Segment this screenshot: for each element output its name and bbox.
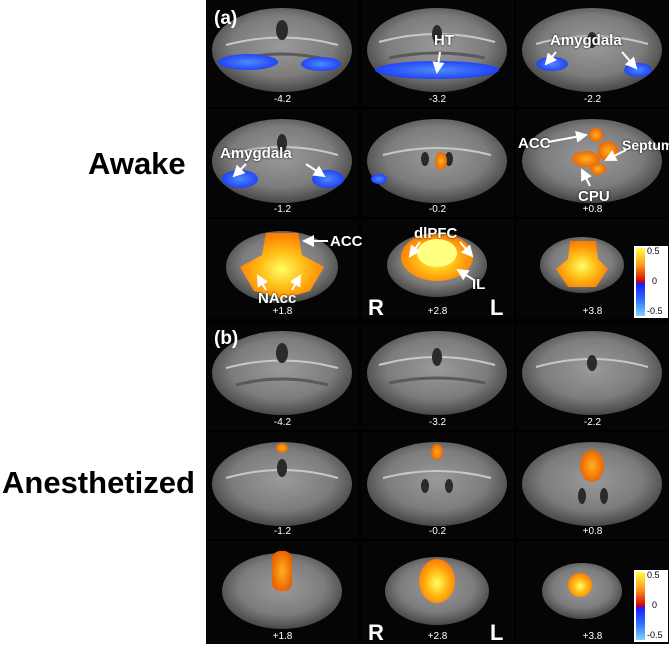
annotation-dlpfc: dlPFC	[414, 225, 458, 242]
slice-coordinate: -3.2	[428, 417, 447, 428]
annotation-ht: HT	[434, 32, 454, 49]
slice-a-r2c1: -1.2	[206, 109, 359, 217]
slice-b-r1c2: -3.2	[361, 323, 514, 430]
slice-coordinate: -2.2	[583, 94, 602, 105]
orientation-right-b: R	[368, 620, 384, 645]
colorbar-min: -0.5	[647, 630, 663, 640]
colorbar-b: 0.5 0 -0.5	[634, 570, 668, 642]
colorbar-zero: 0	[652, 276, 658, 286]
annotation-amygdala-row2: Amygdala	[220, 145, 292, 162]
panel-b-label: (b)	[214, 328, 239, 349]
colorbar-min: -0.5	[647, 306, 663, 316]
slice-coordinate: +3.8	[582, 631, 603, 642]
slice-coordinate: -3.2	[428, 94, 447, 105]
slice-coordinate: -4.2	[273, 417, 292, 428]
orientation-right-a: R	[368, 295, 384, 320]
slice-b-r2c1: -1.2	[206, 432, 359, 539]
slice-b-r1c3: -2.2	[516, 323, 669, 430]
slice-coordinate: -0.2	[428, 204, 447, 215]
annotation-septum: Septum	[622, 137, 669, 153]
slice-b-r3c1: +1.8	[206, 541, 359, 644]
colorbar-max: 0.5	[647, 570, 660, 580]
slice-coordinate: +1.8	[272, 631, 293, 642]
slice-coordinate: -4.2	[273, 94, 292, 105]
slice-b-r2c3: +0.8	[516, 432, 669, 539]
colorbar-zero: 0	[652, 600, 658, 610]
slice-a-r2c2: -0.2	[361, 109, 514, 217]
slice-coordinate: -1.2	[273, 204, 292, 215]
orientation-left-b: L	[490, 620, 504, 645]
slice-b-r2c2: -0.2	[361, 432, 514, 539]
annotation-nacc: NAcc	[258, 290, 297, 307]
orientation-left-a: L	[490, 295, 504, 320]
slice-a-r1c1: -4.2	[206, 0, 359, 107]
slice-b-r3c2: +2.8	[361, 541, 514, 644]
colorbar-max: 0.5	[647, 246, 660, 256]
annotation-acc-row2: ACC	[518, 135, 551, 152]
awake-label: Awake	[88, 146, 186, 181]
slice-coordinate: +0.8	[582, 526, 603, 537]
annotation-il: IL	[472, 276, 486, 293]
brain-slice-grid: -4.2 -3.2 -2.2 -1.2	[206, 0, 669, 645]
slice-a-r1c2: -3.2	[361, 0, 514, 107]
slice-coordinate: +1.8	[272, 306, 293, 317]
annotation-amygdala-row1: Amygdala	[550, 32, 622, 49]
slice-a-r1c3: -2.2	[516, 0, 669, 107]
slice-coordinate: +2.8	[427, 306, 448, 317]
colorbar-a: 0.5 0 -0.5	[634, 246, 668, 318]
slice-coordinate: -2.2	[583, 417, 602, 428]
panel-a-label: (a)	[214, 8, 238, 29]
slice-b-r1c1: -4.2	[206, 323, 359, 430]
colorbar-gradient	[636, 572, 645, 640]
annotation-cpu: CPU	[578, 188, 610, 205]
colorbar-gradient	[636, 248, 645, 316]
annotation-acc-row3: ACC	[330, 233, 363, 250]
slice-coordinate: -1.2	[273, 526, 292, 537]
slice-coordinate: -0.2	[428, 526, 447, 537]
anesthetized-label: Anesthetized	[2, 465, 195, 500]
slice-coordinate: +2.8	[427, 631, 448, 642]
slice-coordinate: +0.8	[582, 204, 603, 215]
slice-coordinate: +3.8	[582, 306, 603, 317]
